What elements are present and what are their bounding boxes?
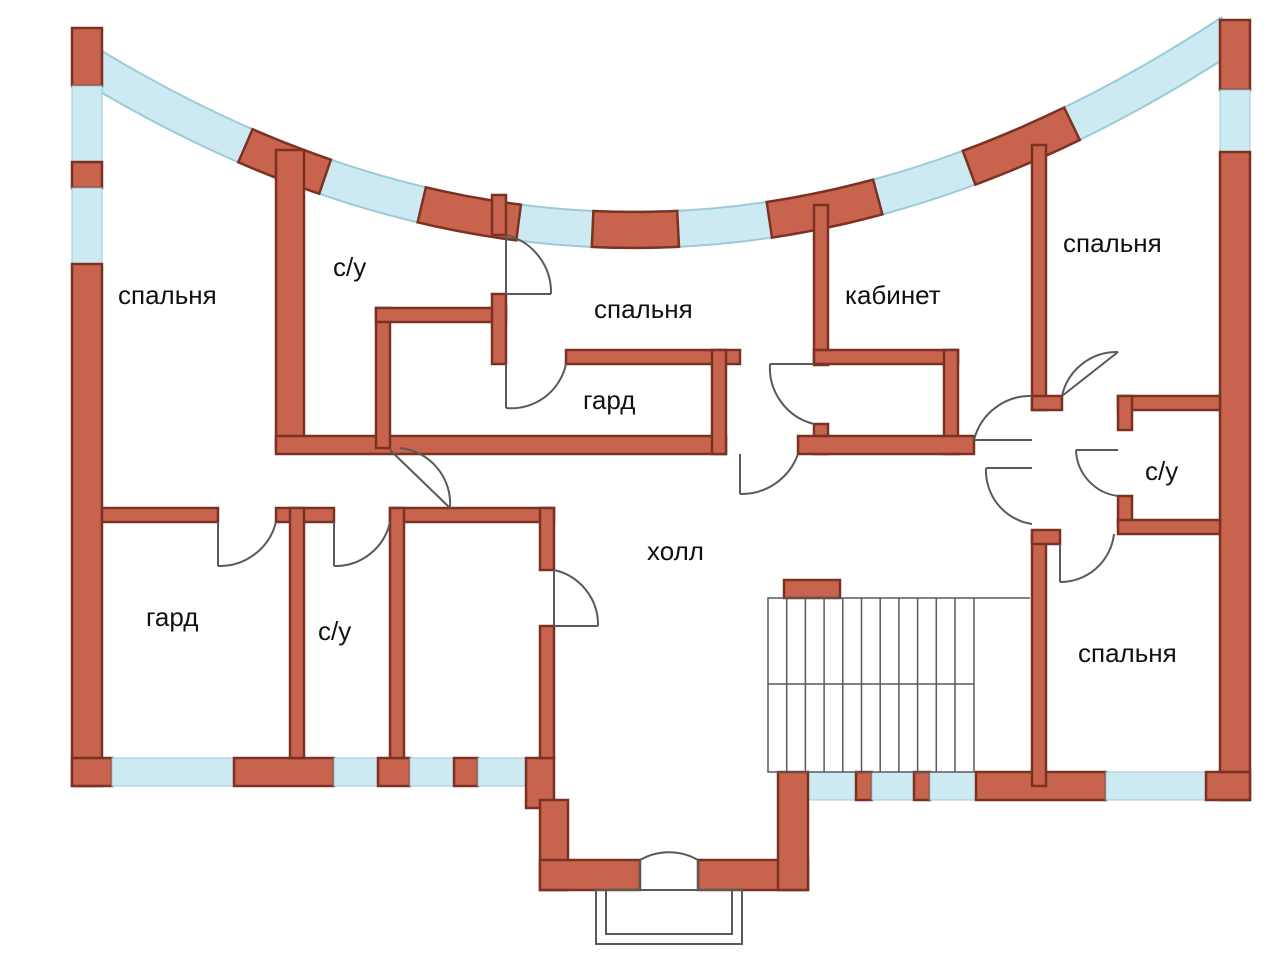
- interior-wall: [374, 306, 508, 324]
- room-label-bedroom-southeast: спальня: [1078, 638, 1177, 668]
- interior-wall: [274, 148, 306, 452]
- facade-pier: [590, 209, 681, 250]
- interior-wall: [388, 506, 556, 524]
- south-window: [1105, 771, 1207, 801]
- entrance-wall: [538, 858, 642, 892]
- interior-wall: [490, 193, 508, 237]
- facade-pier: [961, 105, 1082, 187]
- door: [1061, 350, 1119, 397]
- door: [505, 363, 567, 410]
- east-wall: [1218, 18, 1252, 92]
- west-window: [71, 85, 103, 163]
- door: [389, 447, 452, 509]
- west-wall: [70, 26, 104, 88]
- interior-wall: [1116, 394, 1222, 412]
- south-wall: [376, 756, 412, 788]
- interior-walls: [100, 143, 1222, 788]
- south-wall: [452, 756, 480, 788]
- door: [984, 467, 1033, 525]
- door: [768, 363, 815, 425]
- south-wall: [232, 756, 336, 788]
- room-label-wardrobe-southwest: гард: [146, 602, 198, 632]
- south-window: [871, 771, 915, 801]
- interior-wall: [1030, 143, 1048, 412]
- door: [217, 521, 277, 568]
- staircase-outline: [767, 597, 975, 773]
- interior-wall: [710, 348, 728, 456]
- interior-wall: [288, 506, 306, 760]
- interior-wall: [490, 292, 508, 366]
- entrance-wall: [776, 770, 810, 892]
- stair-wall: [782, 578, 842, 600]
- porch-outline: [595, 889, 743, 945]
- interior-wall: [100, 506, 220, 524]
- doors: [217, 234, 1119, 890]
- staircase: [767, 597, 1030, 773]
- south-wall: [1204, 770, 1252, 802]
- door: [973, 394, 1033, 441]
- door: [739, 453, 799, 496]
- south-window: [807, 771, 857, 801]
- room-label-bathroom-north: с/у: [333, 252, 366, 282]
- interior-wall: [388, 506, 406, 760]
- entrance-porch: [595, 889, 743, 945]
- south-wall: [854, 770, 874, 802]
- interior-wall: [374, 306, 392, 450]
- room-label-bathroom-east: с/у: [1145, 456, 1178, 486]
- south-window: [409, 757, 455, 787]
- interior-wall: [812, 348, 960, 366]
- interior-wall: [1030, 394, 1064, 412]
- door: [1075, 449, 1119, 497]
- room-label-bedroom-northeast: спальня: [1063, 228, 1162, 258]
- door: [1059, 533, 1115, 584]
- interior-wall: [538, 506, 556, 572]
- south-window: [333, 757, 379, 787]
- south-window: [111, 757, 235, 787]
- room-label-hall: холл: [647, 536, 704, 566]
- interior-wall: [1116, 518, 1222, 536]
- south-wall: [70, 756, 114, 788]
- room-label-bathroom-south: с/у: [318, 616, 351, 646]
- room-label-wardrobe-center: гард: [583, 385, 635, 415]
- door: [505, 234, 553, 295]
- interior-wall: [1030, 528, 1062, 546]
- interior-wall: [1116, 394, 1134, 432]
- east-wall: [1218, 150, 1252, 802]
- door: [553, 569, 600, 627]
- interior-wall: [1030, 532, 1048, 788]
- exterior-walls: [70, 18, 1252, 892]
- west-wall: [70, 262, 104, 788]
- door: [333, 521, 391, 568]
- entrance-door: [639, 851, 699, 890]
- room-label-bedroom-center: спальня: [594, 294, 693, 324]
- room-label-bedroom-west: спальня: [118, 280, 217, 310]
- stair-treads: [785, 598, 956, 772]
- room-labels: спальня с/у спальня гард кабинет спальня…: [118, 228, 1178, 668]
- room-label-study: кабинет: [845, 280, 941, 310]
- west-window: [71, 187, 103, 265]
- interior-wall: [812, 203, 830, 367]
- interior-wall: [796, 434, 976, 456]
- north-facade: [82, 16, 1243, 250]
- south-window: [929, 771, 977, 801]
- interior-wall: [538, 624, 556, 760]
- south-wall: [912, 770, 932, 802]
- interior-wall: [564, 348, 742, 366]
- west-wall: [70, 160, 104, 190]
- south-window: [477, 757, 527, 787]
- porch-inner: [605, 889, 733, 935]
- interior-wall: [274, 434, 728, 456]
- east-window: [1219, 89, 1251, 153]
